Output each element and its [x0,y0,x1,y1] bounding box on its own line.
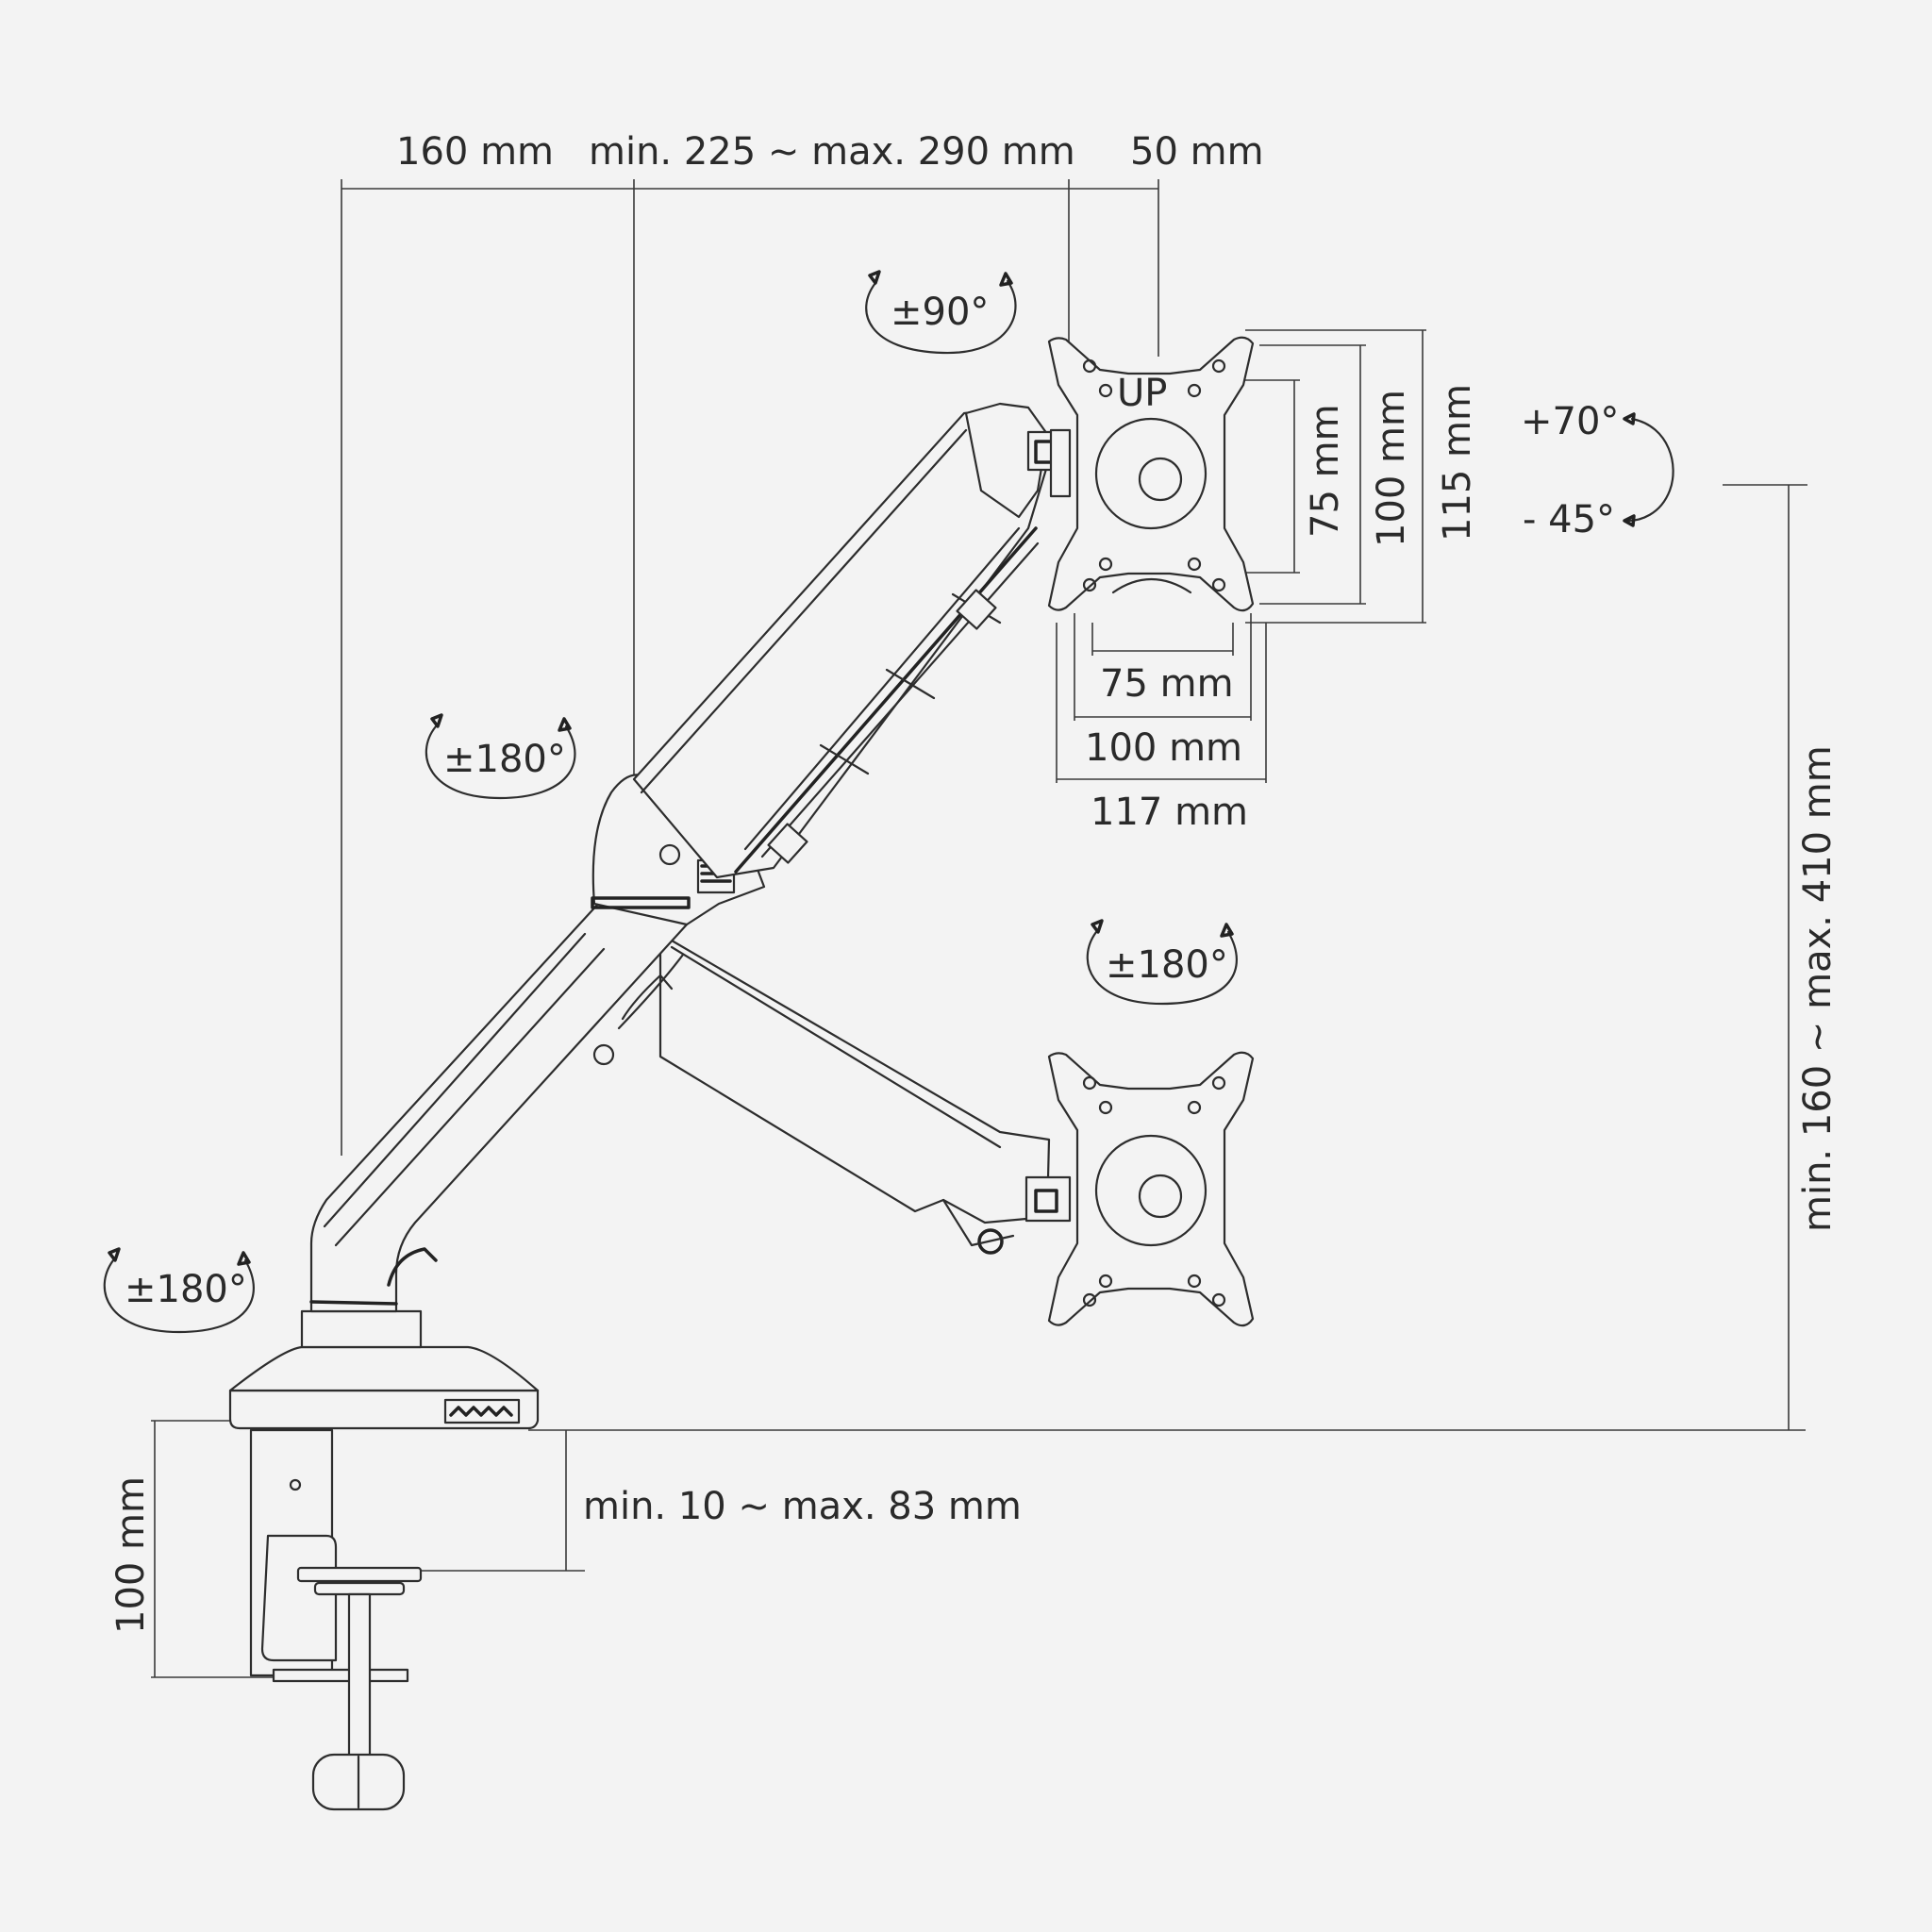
upper-arm [632,402,1072,879]
vesa-v75: 75 mm [1304,404,1347,538]
up-label: UP [1117,372,1167,415]
tilt-down: - 45° [1523,498,1615,541]
dim-160: 160 mm [396,130,554,174]
arrow-head-icon [868,270,881,285]
vesa-h100: 100 mm [1085,726,1242,770]
rot-head: ±90° [891,291,989,334]
dim-reach: min. 225 ~ max. 290 mm [589,130,1075,174]
clamp-thickness: min. 10 ~ max. 83 mm [583,1485,1022,1528]
rot-base: ±180° [125,1268,247,1311]
arm-lower-position [658,932,1072,1255]
arrow-head-icon [999,272,1013,287]
vesa-v100: 100 mm [1370,390,1413,547]
vesa-h117: 117 mm [1091,791,1248,834]
vesa-h75: 75 mm [1100,662,1234,706]
vesa-v115: 115 mm [1436,384,1479,541]
clamp-depth: 100 mm [109,1476,153,1634]
labels: 160 mm min. 225 ~ max. 290 mm 50 mm ±90°… [109,130,1840,1634]
mount-base [228,1309,540,1430]
height-range: min. 160 ~ max. 410 mm [1796,745,1840,1232]
vesa-plate-upper: UP [1047,336,1255,612]
vesa-plate-lower [1047,1051,1255,1327]
lower-arm [309,900,689,1313]
tilt-up: +70° [1521,400,1619,443]
desk-clamp [249,1428,423,1811]
dim-50: 50 mm [1130,130,1264,174]
rot-elbow: ±180° [443,738,566,781]
rot-swivel: ±180° [1106,943,1228,987]
rotation-arrows [103,270,1674,1334]
